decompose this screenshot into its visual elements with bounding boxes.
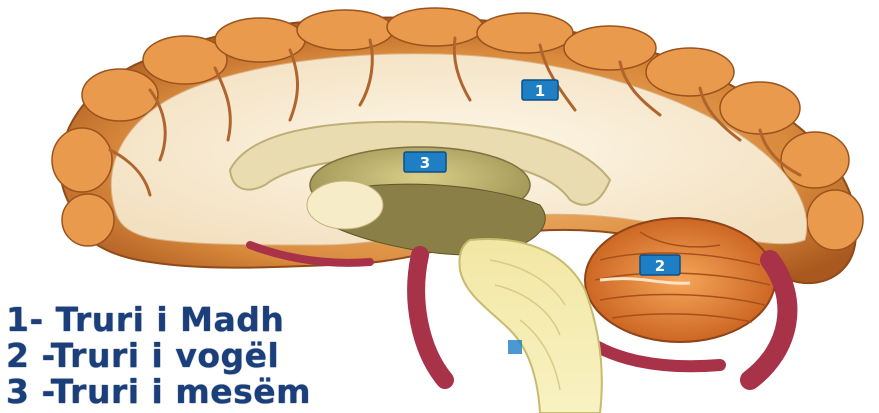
legend-item-truri-mesem: 3 -Truri i mesëm (6, 374, 426, 410)
svg-text:2: 2 (655, 257, 665, 275)
svg-text:1: 1 (535, 82, 545, 100)
marker-3: 3 (404, 152, 446, 172)
marker-1: 1 (522, 80, 558, 100)
svg-text:3: 3 (420, 154, 430, 172)
legend: 1- Truri i Madh 2 -Truri i vogël 3 -Trur… (6, 302, 426, 410)
marker-stub (508, 340, 522, 354)
brainstem (459, 239, 601, 413)
marker-2: 2 (640, 255, 680, 275)
legend-item-truri-madh: 1- Truri i Madh (6, 302, 426, 338)
fornix (307, 181, 383, 229)
legend-item-truri-vogel: 2 -Truri i vogël (6, 338, 426, 374)
cerebellum (585, 218, 775, 342)
